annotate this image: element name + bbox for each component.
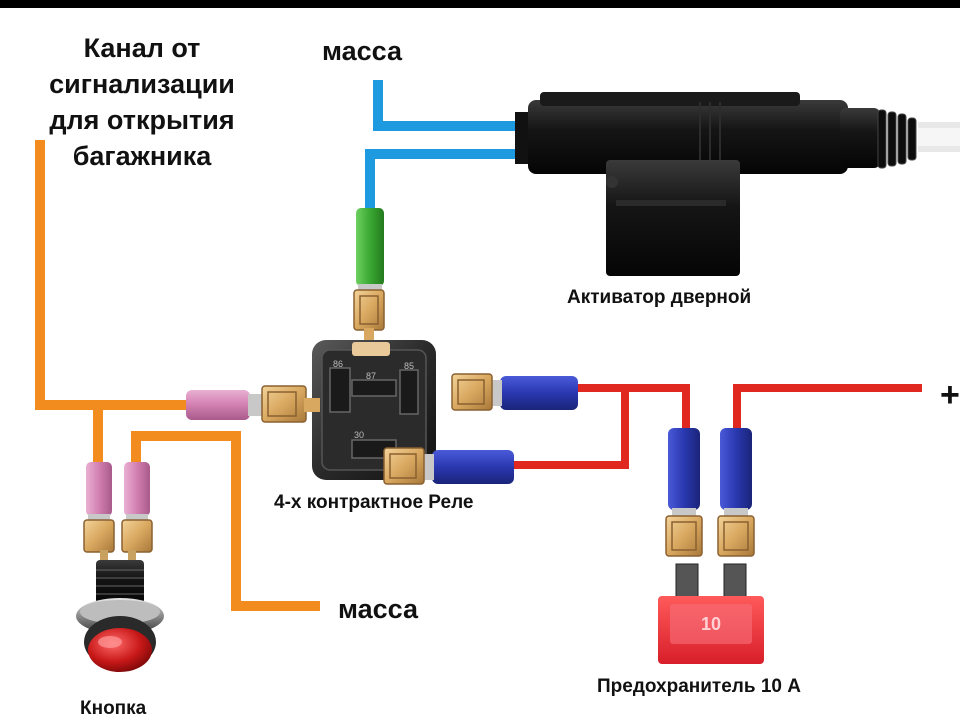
relay-pin-85: 85: [404, 361, 414, 371]
top-border: [0, 0, 960, 8]
door-activator: [515, 92, 960, 276]
orange-wire-alarm-channel: [35, 140, 190, 410]
fuse: 10: [658, 563, 764, 664]
button-label: Кнопка: [80, 698, 147, 719]
alarm-channel-line-1: Канал от: [83, 33, 201, 63]
relay-pin-30: 30: [354, 430, 364, 440]
orange-wires: [35, 140, 320, 611]
red-wire-relay-30: [575, 384, 690, 432]
pink-connector-button-right: [121, 462, 153, 553]
push-button: [76, 550, 164, 672]
blue-wires: [365, 80, 525, 210]
navy-connector-fuse-right: [717, 428, 755, 557]
navy-connector-bottom: [383, 447, 514, 485]
relay-label: 4-х контрактное Реле: [274, 492, 474, 513]
alarm-channel-label: Канал от сигнализации для открытия багаж…: [22, 30, 262, 174]
red-wire-relay-85: [510, 388, 629, 469]
navy-connector-top: [451, 373, 578, 411]
blue-wire-relay-87: [365, 149, 525, 210]
fuse-rating: 10: [701, 614, 721, 634]
relay: 86 87 85 30: [312, 340, 436, 480]
door-activator-label: Активатор дверной: [567, 287, 752, 308]
ground-label-bottom: масса: [338, 594, 419, 624]
orange-wire-button-to-mass: [131, 431, 320, 611]
relay-pin-87: 87: [366, 371, 376, 381]
green-connector: [353, 208, 385, 340]
blue-wire-mass: [373, 80, 525, 131]
fuse-label: Предохранитель 10 А: [597, 676, 801, 697]
relay-pin-86: 86: [333, 359, 343, 369]
plus-terminal-label: +: [940, 376, 960, 414]
alarm-channel-line-3: для открытия: [49, 105, 235, 135]
alarm-channel-line-4: багажника: [72, 141, 212, 171]
ground-label-top: масса: [322, 36, 403, 66]
alarm-channel-line-2: сигнализации: [49, 69, 235, 99]
red-wires: [510, 384, 922, 469]
navy-connector-fuse-left: [665, 428, 703, 557]
pink-connector-relay: [186, 385, 320, 423]
pink-connector-button-left: [83, 462, 115, 553]
red-wire-plus: [733, 384, 922, 432]
